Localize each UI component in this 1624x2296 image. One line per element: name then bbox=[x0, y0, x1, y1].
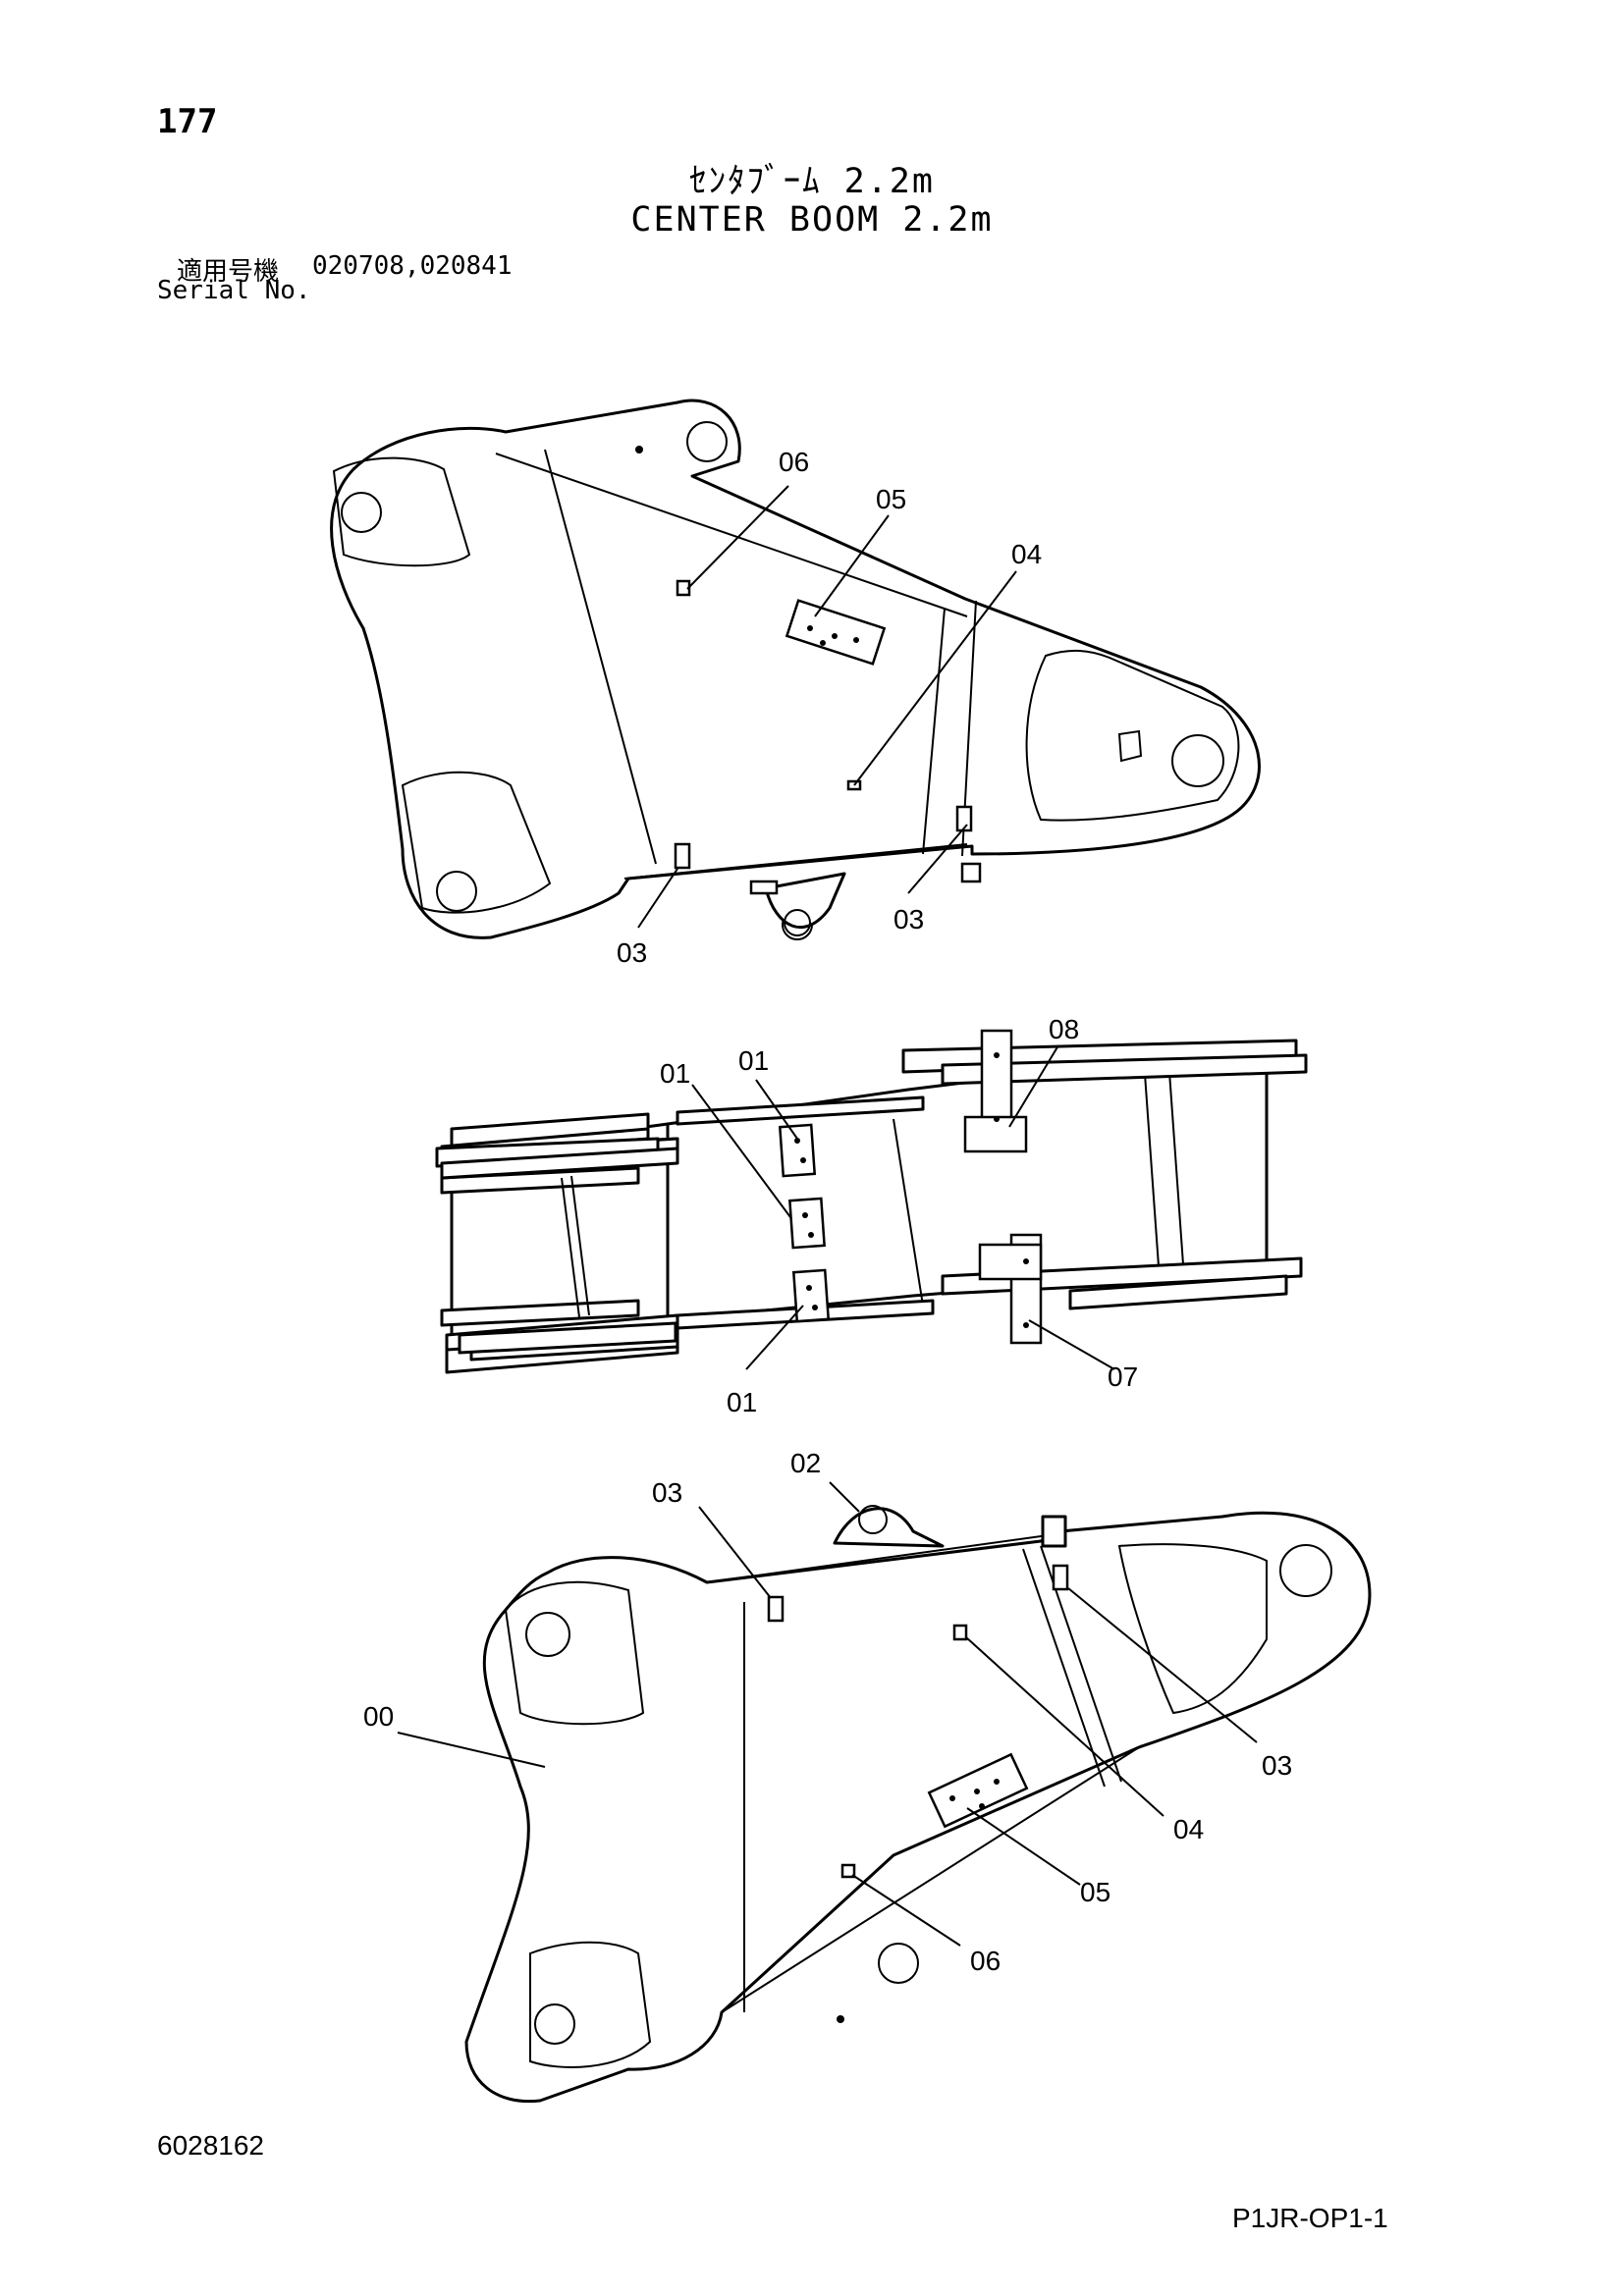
callout-05-bottom: 05 bbox=[1080, 1877, 1110, 1907]
page-number: 177 bbox=[157, 102, 218, 141]
callout-01-middle-a: 01 bbox=[660, 1058, 690, 1089]
callout-03-bottom-right: 03 bbox=[1262, 1750, 1292, 1781]
callout-07-middle: 07 bbox=[1108, 1362, 1138, 1392]
bottom-view-boom bbox=[464, 1505, 1372, 2104]
callout-04-top: 04 bbox=[1011, 539, 1042, 569]
callout-05-top: 05 bbox=[876, 484, 906, 514]
top-view-boom bbox=[330, 399, 1261, 940]
serial-numbers: 020708,020841 bbox=[312, 251, 513, 281]
callout-03-top-left: 03 bbox=[617, 937, 647, 968]
callout-01-middle-b: 01 bbox=[738, 1045, 769, 1076]
callout-02-bottom: 02 bbox=[790, 1448, 821, 1478]
serial-label-english: Serial No. bbox=[157, 276, 311, 305]
middle-view-left-legs bbox=[435, 1029, 1043, 1355]
callout-03-bottom-left: 03 bbox=[652, 1477, 682, 1508]
title-english: CENTER BOOM 2.2m bbox=[630, 200, 994, 240]
callout-06-top: 06 bbox=[779, 447, 809, 477]
serial-label-japanese: 適用号機 bbox=[177, 257, 280, 287]
callout-01-middle-c: 01 bbox=[727, 1387, 757, 1417]
title-japanese: ｾﾝﾀﾌﾞｰﾑ 2.2m bbox=[689, 162, 935, 201]
middle-view-boom bbox=[440, 1039, 1308, 1374]
drawing-number: 6028162 bbox=[157, 2130, 265, 2161]
callout-03-top-right: 03 bbox=[893, 904, 924, 934]
callout-00-bottom: 00 bbox=[363, 1701, 394, 1732]
bottom-view-leaders bbox=[397, 1481, 1258, 1947]
callout-06-bottom: 06 bbox=[970, 1946, 1001, 1976]
callout-04-bottom: 04 bbox=[1173, 1814, 1204, 1844]
page-code: P1JR-OP1-1 bbox=[1232, 2203, 1388, 2233]
middle-view-leaders bbox=[691, 1044, 1115, 1370]
top-view-leaders bbox=[637, 485, 1017, 929]
callout-08-middle: 08 bbox=[1049, 1014, 1079, 1044]
